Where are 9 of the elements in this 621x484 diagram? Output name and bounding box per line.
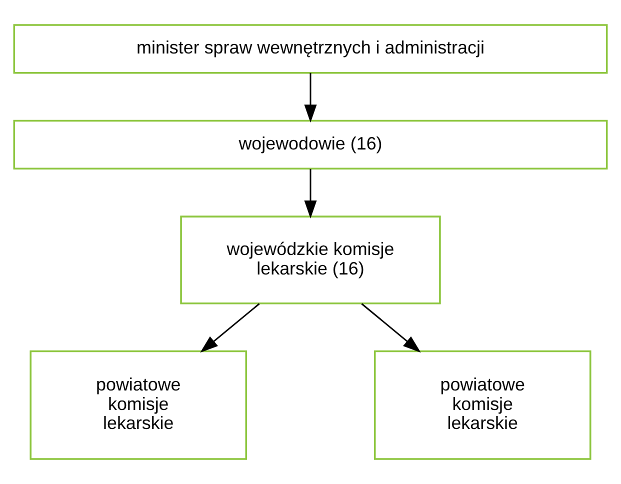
node-box: wojewódzkie komisje lekarskie (16)	[180, 216, 441, 304]
node-box: wojewodowie (16)	[13, 120, 608, 170]
arrow	[200, 303, 260, 353]
node-box: powiatowe komisje lekarskie	[30, 350, 248, 460]
arrow	[304, 168, 317, 219]
arrow	[304, 72, 317, 123]
node-box: minister spraw wewnętrznych i administracji	[13, 24, 608, 74]
node-box: powiatowe komisje lekarskie	[374, 350, 592, 460]
arrow	[361, 303, 421, 353]
